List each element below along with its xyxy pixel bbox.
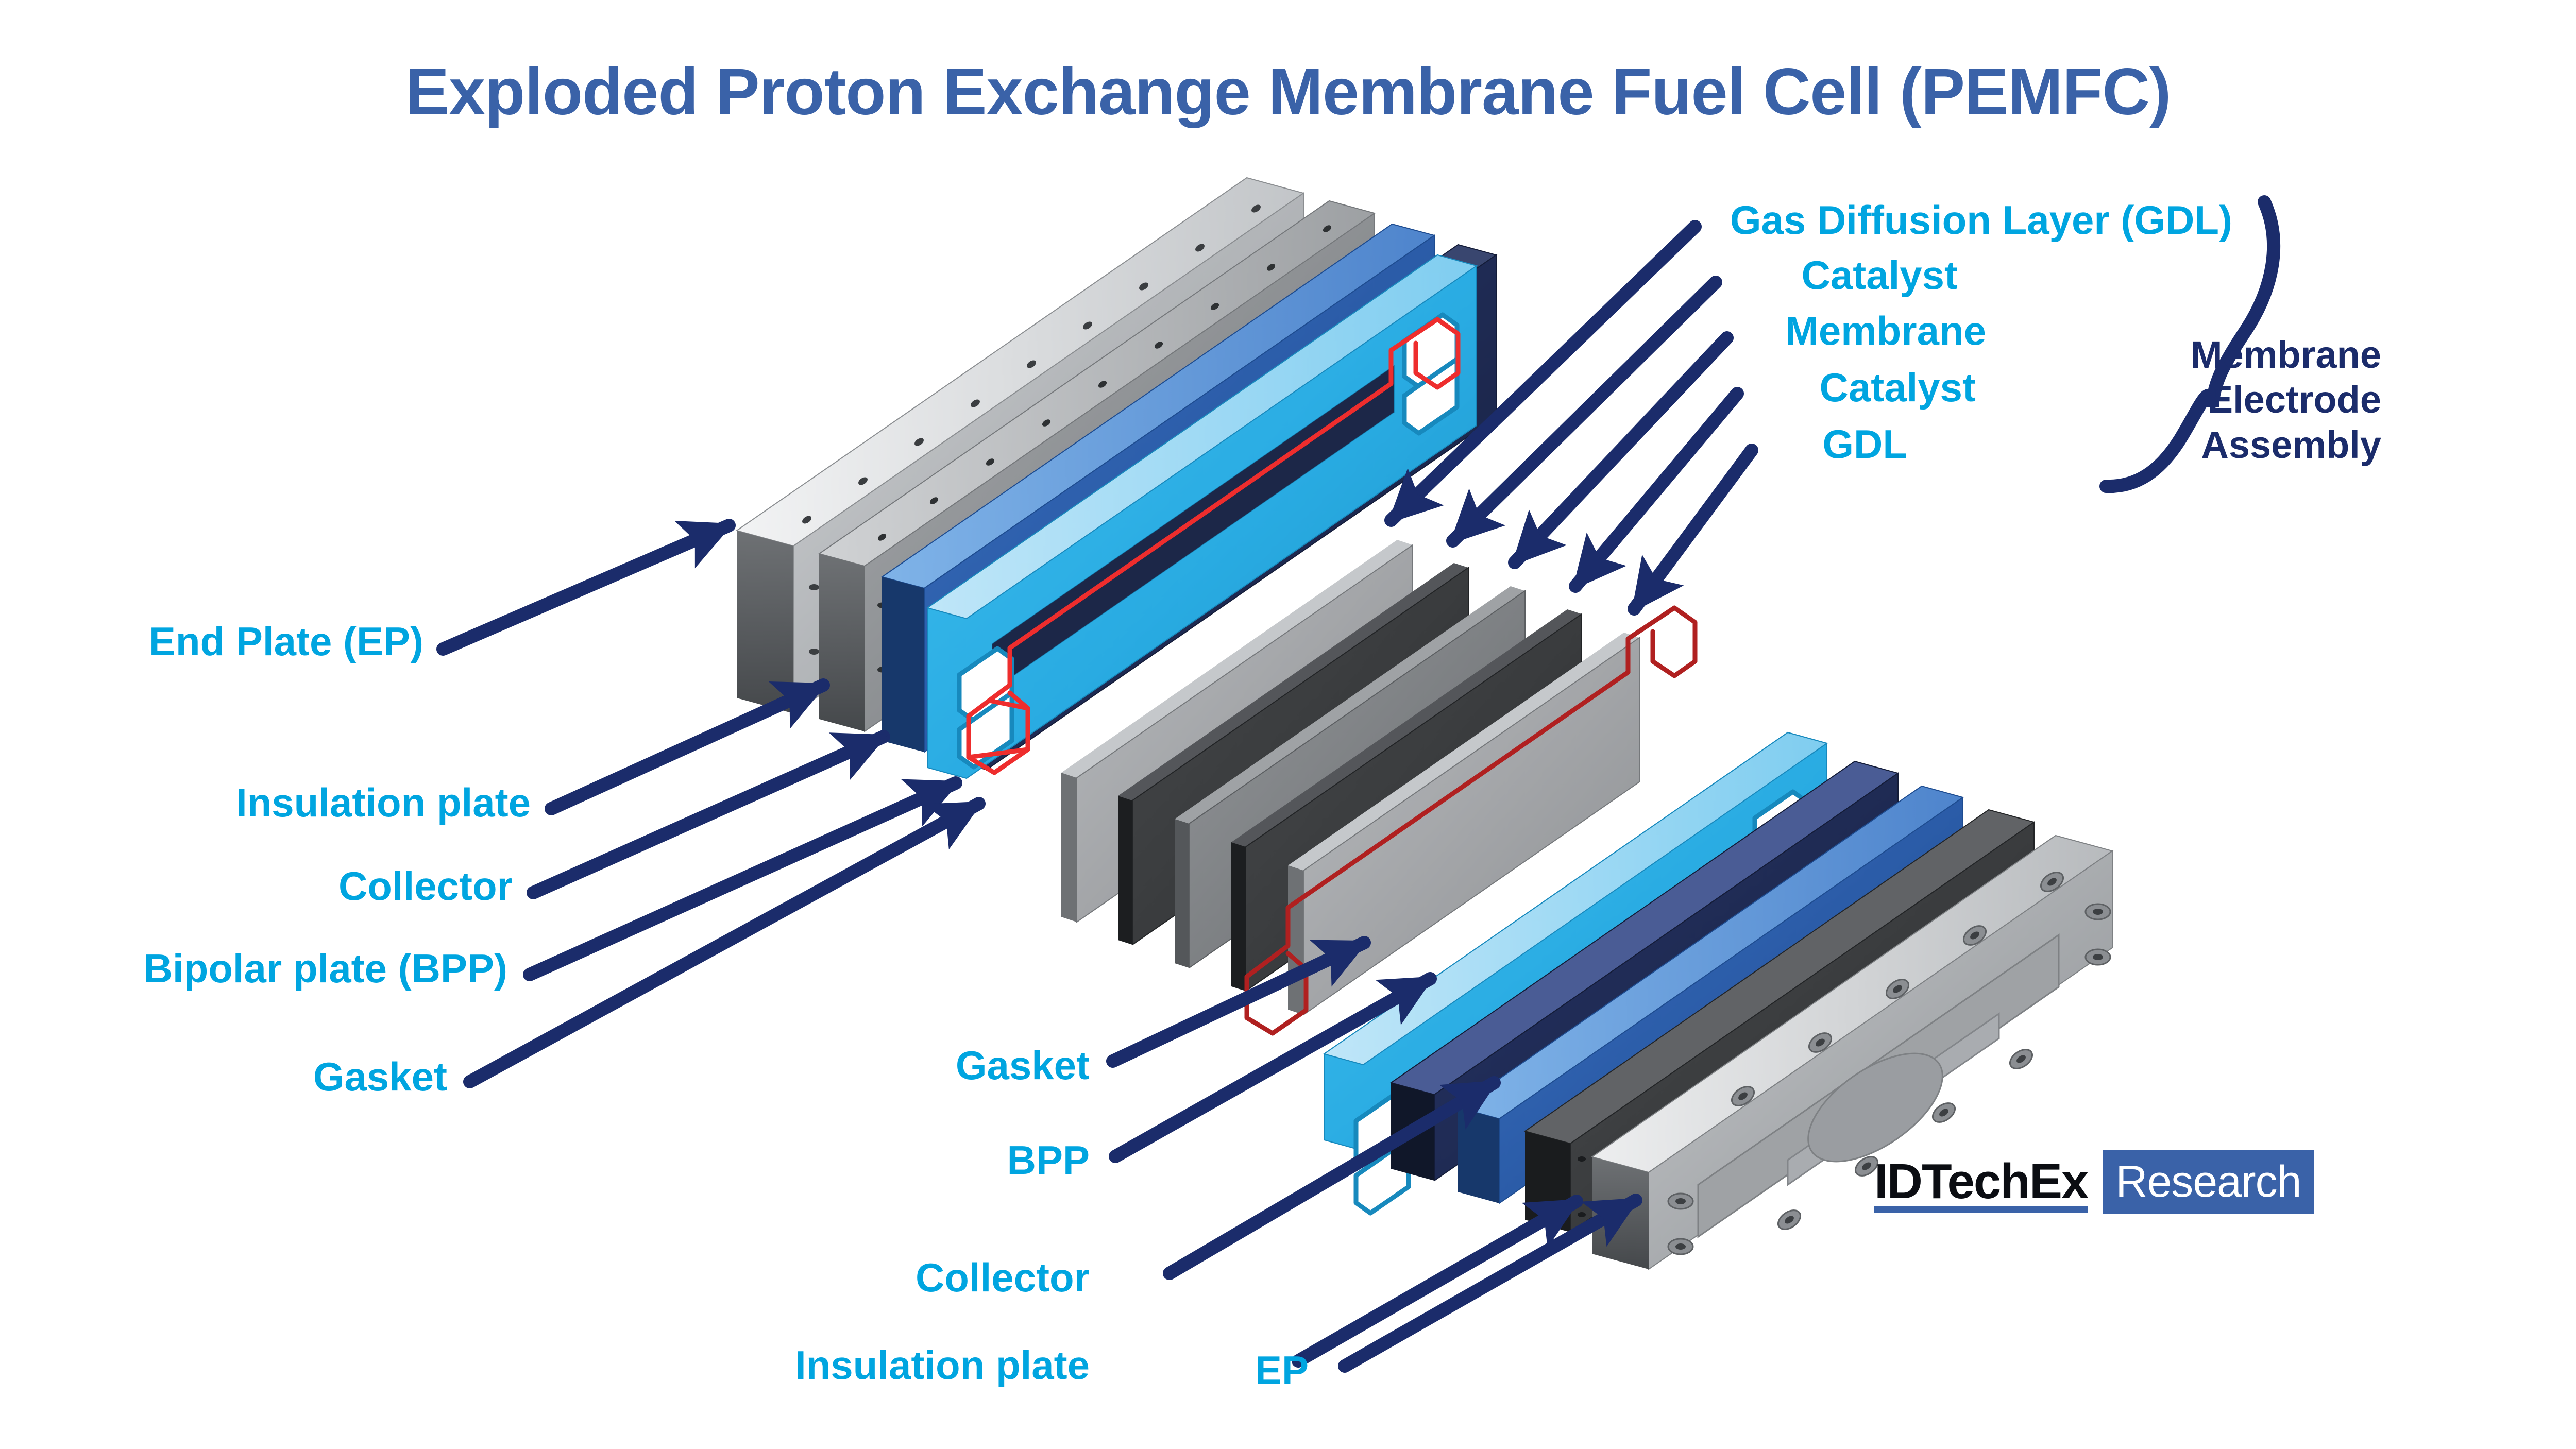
arrow-collector-left [527, 730, 890, 899]
arrow-end-plate-left [436, 519, 736, 656]
arrow-gdl-cathode [1628, 444, 1758, 616]
arrow-insulation-plate-left [545, 678, 830, 815]
label-bpp-right: BPP [1007, 1137, 1090, 1183]
idtechex-research-logo: IDTechEx Research [1874, 1150, 2315, 1214]
arrow-collector-right [1163, 1076, 1501, 1280]
mea-brace [2099, 195, 2281, 493]
label-gasket-left: Gasket [313, 1054, 447, 1099]
mea-bracket-line-3: Assembly [2201, 423, 2381, 466]
arrow-gasket-right [1106, 936, 1371, 1068]
label-catalyst-anode: Catalyst [1801, 252, 1958, 298]
logo-research-text: Research [2115, 1157, 2301, 1206]
logo-wordmark-text: IDTechEx [1874, 1154, 2089, 1209]
bolt-holes-ep-left [802, 204, 1261, 655]
arrow-catalyst-cathode [1569, 387, 1744, 593]
logo-research-badge: Research [2103, 1150, 2315, 1214]
page-title: Exploded Proton Exchange Membrane Fuel C… [405, 55, 2172, 129]
label-end-plate-left: End Plate (EP) [148, 619, 423, 664]
arrow-ep-right [1338, 1194, 1642, 1373]
logo-underline-rule [1874, 1206, 2088, 1213]
arrow-bpp-right [1109, 972, 1437, 1163]
arrow-gdl-anode [1384, 220, 1702, 527]
label-collector-right: Collector [915, 1255, 1090, 1300]
component-end-plate-right [1590, 834, 2114, 1270]
arrow-insulation-plate-right [1292, 1195, 1583, 1368]
label-gas-diffusion-layer: Gas Diffusion Layer (GDL) [1730, 197, 2232, 243]
leader-arrows [436, 220, 1758, 1373]
label-catalyst-cathode: Catalyst [1819, 365, 1976, 410]
logo-wordmark: IDTechEx [1874, 1150, 2103, 1214]
label-gasket-right: Gasket [955, 1043, 1090, 1088]
mea-bracket-line-1: Membrane [2190, 333, 2381, 376]
arrow-bipolar-plate-left [523, 776, 962, 981]
label-bipolar-plate-left: Bipolar plate (BPP) [143, 946, 507, 991]
label-insulation-plate-right: Insulation plate [794, 1342, 1090, 1388]
component-gasket-left [926, 254, 1478, 779]
label-insulation-plate-left: Insulation plate [235, 780, 531, 825]
label-gdl-cathode: GDL [1822, 421, 1907, 467]
seal-path-left [966, 317, 1461, 775]
mea-bracket-label: Membrane Electrode Assembly [2191, 332, 2381, 467]
mea-bracket-line-2: Electrode [2207, 378, 2381, 421]
label-ep-right: EP [1255, 1348, 1309, 1393]
arrow-gasket-left [463, 797, 986, 1088]
label-collector-left: Collector [338, 863, 513, 909]
arrow-catalyst-anode [1446, 276, 1722, 548]
bolt-bosses-ep-right [1667, 872, 2111, 1255]
arrow-membrane [1508, 331, 1734, 569]
label-membrane: Membrane [1785, 308, 1986, 353]
